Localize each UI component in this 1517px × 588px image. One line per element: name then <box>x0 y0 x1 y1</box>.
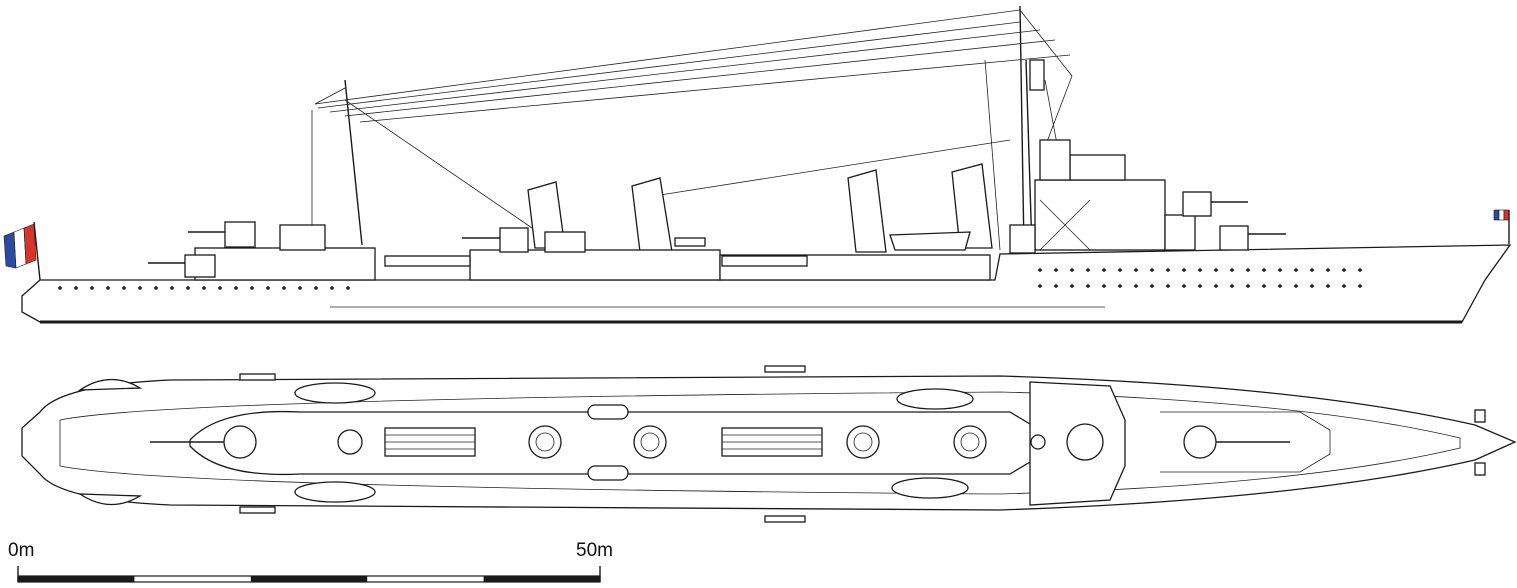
porthole <box>1086 268 1090 272</box>
side-torpedo-tubes <box>384 237 808 267</box>
deck-houses <box>194 224 991 281</box>
main-mast <box>344 79 363 246</box>
porthole <box>138 286 142 290</box>
porthole <box>1246 284 1250 288</box>
porthole <box>1230 268 1234 272</box>
fore-mast <box>1019 5 1025 251</box>
porthole <box>1358 284 1362 288</box>
porthole <box>1230 284 1234 288</box>
scale-segment <box>18 576 135 582</box>
porthole <box>282 286 286 290</box>
porthole <box>1278 284 1282 288</box>
porthole <box>314 286 318 290</box>
scale-bar <box>17 566 601 583</box>
plan-boats <box>294 382 974 503</box>
porthole <box>1070 284 1074 288</box>
porthole <box>154 286 158 290</box>
plan-side-fittings <box>239 365 1486 523</box>
porthole <box>1294 284 1298 288</box>
porthole <box>1310 284 1314 288</box>
porthole <box>1326 268 1330 272</box>
porthole <box>122 286 126 290</box>
porthole <box>1166 268 1170 272</box>
porthole <box>1342 284 1346 288</box>
porthole <box>106 286 110 290</box>
scale-segment <box>483 576 600 582</box>
scale-start-label: 0m <box>8 540 35 561</box>
porthole <box>346 286 350 290</box>
side-elevation <box>3 5 1512 324</box>
side-main-guns <box>148 191 1286 278</box>
porthole <box>1342 268 1346 272</box>
side-portholes <box>58 268 1362 290</box>
bridge-superstructure <box>1009 59 1196 254</box>
porthole <box>58 286 62 290</box>
porthole <box>1038 268 1042 272</box>
porthole <box>1294 268 1298 272</box>
porthole <box>1038 284 1042 288</box>
porthole <box>1182 284 1186 288</box>
bow-jack <box>1493 209 1510 244</box>
porthole <box>1166 284 1170 288</box>
porthole <box>1262 268 1266 272</box>
porthole <box>170 286 174 290</box>
plan-torpedo-banks <box>384 427 823 457</box>
porthole <box>1278 268 1282 272</box>
porthole <box>1214 284 1218 288</box>
porthole <box>90 286 94 290</box>
rigging-wires <box>311 9 1073 251</box>
porthole <box>74 286 78 290</box>
porthole <box>1310 268 1314 272</box>
plan-view <box>21 365 1517 523</box>
porthole <box>1118 284 1122 288</box>
porthole <box>266 286 270 290</box>
porthole <box>330 286 334 290</box>
scale-end-label: 50m <box>576 540 613 561</box>
plan-turrets <box>150 425 1290 459</box>
porthole <box>1182 268 1186 272</box>
porthole <box>1150 268 1154 272</box>
plan-bridge <box>1029 381 1331 506</box>
funnels <box>527 163 993 253</box>
porthole <box>1054 284 1058 288</box>
porthole <box>1246 268 1250 272</box>
porthole <box>1070 268 1074 272</box>
porthole <box>298 286 302 290</box>
porthole <box>1198 268 1202 272</box>
porthole <box>1198 284 1202 288</box>
porthole <box>1150 284 1154 288</box>
porthole <box>234 286 238 290</box>
porthole <box>202 286 206 290</box>
porthole <box>250 286 254 290</box>
porthole <box>1214 268 1218 272</box>
porthole <box>1102 268 1106 272</box>
porthole <box>1134 284 1138 288</box>
porthole <box>1326 284 1330 288</box>
scale-segment <box>250 576 368 582</box>
porthole <box>1086 284 1090 288</box>
porthole <box>1102 284 1106 288</box>
porthole <box>186 286 190 290</box>
porthole <box>218 286 222 290</box>
porthole <box>1262 284 1266 288</box>
stern-flag <box>3 221 41 281</box>
porthole <box>1118 268 1122 272</box>
porthole <box>1054 268 1058 272</box>
porthole <box>1134 268 1138 272</box>
porthole <box>1358 268 1362 272</box>
